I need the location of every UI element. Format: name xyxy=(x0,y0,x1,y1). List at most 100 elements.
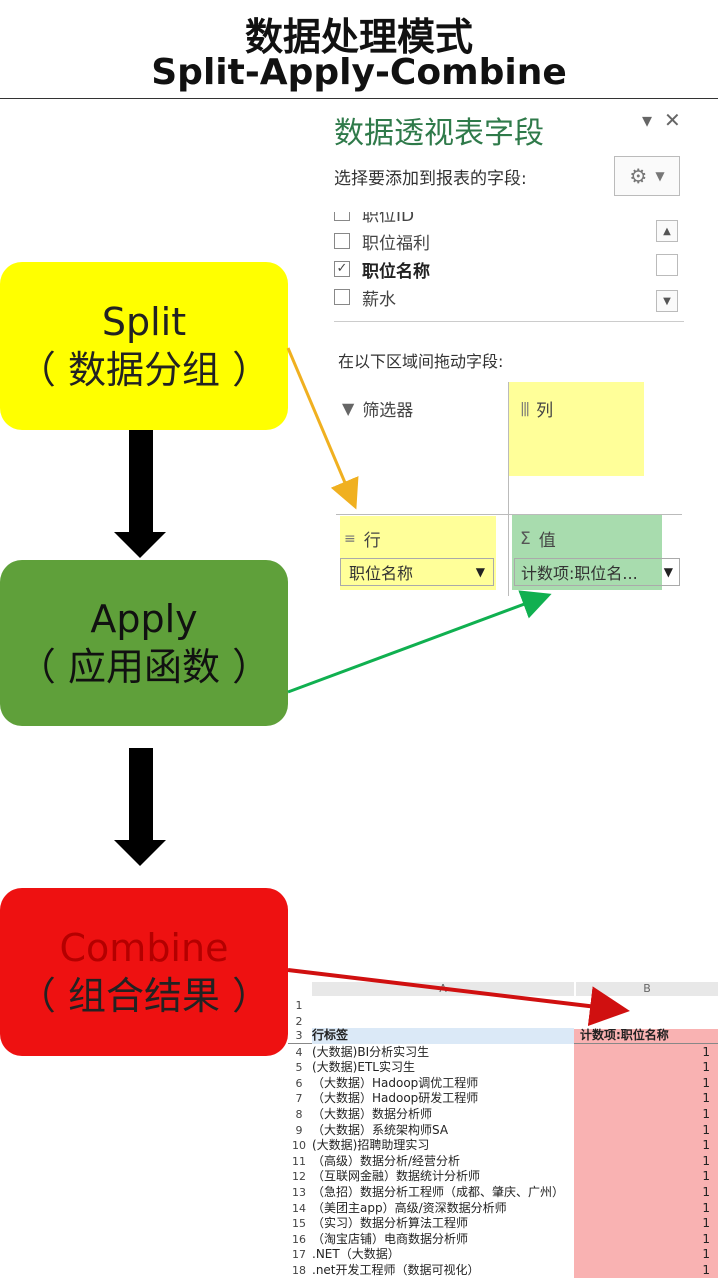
drag-hint: 在以下区域间拖动字段: xyxy=(338,352,504,371)
columns-zone-label[interactable]: ||| 列 xyxy=(520,400,554,422)
rows-highlight xyxy=(340,516,496,590)
field-checkbox[interactable] xyxy=(334,289,350,305)
field-item[interactable]: 职位ID xyxy=(334,212,414,226)
row-label-cell[interactable]: .net开发工程师（数据可视化） xyxy=(312,1262,480,1277)
table-row: 4 (大数据)BI分析实习生 1 xyxy=(288,1045,718,1061)
rows-icon: ≡ xyxy=(344,530,356,547)
scroll-down-button[interactable]: ▼ xyxy=(656,290,678,312)
row-label-cell[interactable]: (大数据)招聘助理实习 xyxy=(312,1138,430,1153)
count-cell[interactable]: 1 xyxy=(702,1231,710,1246)
title-line-1: 数据处理模式 xyxy=(244,15,473,59)
chevron-down-icon: ▼ xyxy=(655,169,665,183)
combine-desc: （ 组合结果 ） xyxy=(17,974,271,1018)
count-cell[interactable]: 1 xyxy=(702,1138,710,1153)
field-label: 职位福利 xyxy=(362,233,430,254)
filter-zone-label[interactable]: ▼ 筛选器 xyxy=(342,399,414,421)
zone-divider-vertical xyxy=(508,382,509,596)
close-icon[interactable]: ✕ xyxy=(664,108,681,132)
table-row: 18.net开发工程师（数据可视化）1 xyxy=(288,1263,718,1278)
table-row: 5 (大数据)ETL实习生 1 xyxy=(288,1060,718,1076)
count-cell[interactable]: 1 xyxy=(702,1122,710,1137)
count-cell[interactable]: 1 xyxy=(702,1044,710,1059)
values-zone-label[interactable]: Σ 值 xyxy=(520,528,556,552)
pane-menu-icon[interactable]: ▾ xyxy=(642,108,653,132)
field-label: 职位名称 xyxy=(362,261,430,282)
count-cell[interactable]: 1 xyxy=(702,1262,710,1277)
pivot-pane-subtitle: 选择要添加到报表的字段: xyxy=(334,169,527,189)
table-row: 2 xyxy=(295,1014,303,1028)
chevron-down-icon: ▼ xyxy=(663,565,673,579)
row-label-cell[interactable]: .NET（大数据） xyxy=(312,1247,400,1262)
row-number: 4 xyxy=(295,1045,303,1059)
count-cell[interactable]: 1 xyxy=(702,1153,710,1168)
columns-highlight xyxy=(508,382,644,476)
row-label-cell[interactable]: (大数据)ETL实习生 xyxy=(312,1060,415,1075)
row-number: 15 xyxy=(292,1217,306,1231)
zone-divider-horizontal xyxy=(336,514,682,515)
row-label-cell[interactable]: （淘宝店铺）电商数据分析师 xyxy=(312,1231,469,1246)
table-row: 17.NET（大数据）1 xyxy=(288,1247,718,1263)
table-row: 14 （美团主app）高级/资深数据分析师 1 xyxy=(288,1201,718,1217)
count-cell[interactable]: 1 xyxy=(702,1075,710,1090)
row-number: 8 xyxy=(295,1107,303,1121)
count-cell[interactable]: 1 xyxy=(702,1169,710,1184)
row-label-cell[interactable]: （高级）数据分析/经营分析 xyxy=(312,1153,461,1168)
field-item[interactable]: ✓ 职位名称 xyxy=(334,256,430,282)
split-name: Split xyxy=(101,300,187,344)
down-arrow-1 xyxy=(114,430,166,558)
count-cell[interactable]: 1 xyxy=(702,1106,710,1121)
field-item[interactable]: 薪水 xyxy=(334,284,396,310)
count-cell[interactable]: 1 xyxy=(702,1060,710,1075)
field-checkbox[interactable] xyxy=(334,233,350,249)
field-item[interactable]: 职位福利 xyxy=(334,228,430,254)
table-row: 6 （大数据）Hadoop调优工程师 1 xyxy=(288,1076,718,1092)
row-label-cell[interactable]: （急招）数据分析工程师（成都、肇庆、广州） xyxy=(312,1184,565,1199)
table-row: 15 （实习）数据分析算法工程师 1 xyxy=(288,1216,718,1232)
split-desc: （ 数据分组 ） xyxy=(17,348,271,392)
row-label-cell[interactable]: （大数据）系统架构师SA xyxy=(312,1122,449,1137)
row-field-dropdown[interactable]: 职位名称 ▼ xyxy=(340,558,494,586)
row-number: 6 xyxy=(295,1076,303,1090)
row-label-cell[interactable]: （互联网金融）数据统计分析师 xyxy=(312,1169,481,1184)
result-highlight xyxy=(574,1029,718,1278)
count-cell[interactable]: 1 xyxy=(702,1091,710,1106)
split-box: Split （ 数据分组 ） xyxy=(0,262,288,430)
row-labels-header[interactable]: 行标签 xyxy=(312,1028,574,1044)
count-cell[interactable]: 1 xyxy=(702,1200,710,1215)
field-checkbox[interactable]: ✓ xyxy=(334,261,350,277)
row-label-cell[interactable]: （大数据）Hadoop研发工程师 xyxy=(312,1091,479,1106)
row-label-cell[interactable]: （大数据）Hadoop调优工程师 xyxy=(312,1075,479,1090)
table-row: 1 xyxy=(295,999,303,1012)
row-number: 10 xyxy=(292,1139,306,1153)
value-field-dropdown[interactable]: 计数项:职位名... ▼ xyxy=(514,558,680,586)
count-header[interactable]: 计数项:职位名称 xyxy=(580,1028,669,1042)
apply-desc: （ 应用函数 ） xyxy=(17,645,271,689)
row-number: 14 xyxy=(292,1201,306,1215)
row-number: 5 xyxy=(295,1061,303,1075)
rows-zone-label[interactable]: ≡ 行 xyxy=(344,530,381,552)
field-settings-button[interactable]: ⚙ ▼ xyxy=(614,156,680,196)
count-cell[interactable]: 1 xyxy=(702,1216,710,1231)
columns-icon: ||| xyxy=(520,400,530,417)
count-cell[interactable]: 1 xyxy=(702,1247,710,1262)
field-checkbox[interactable] xyxy=(334,212,350,221)
scroll-up-button[interactable]: ▲ xyxy=(656,220,678,242)
row-number: 16 xyxy=(292,1232,306,1246)
title-divider xyxy=(0,98,718,99)
sigma-icon: Σ xyxy=(520,528,531,549)
table-row: 8 （大数据）数据分析师 1 xyxy=(288,1107,718,1123)
row-label-cell[interactable]: （美团主app）高级/资深数据分析师 xyxy=(312,1200,507,1215)
values-highlight xyxy=(512,514,662,590)
row-label-cell[interactable]: (大数据)BI分析实习生 xyxy=(312,1044,430,1059)
field-list: 职位ID 职位福利 ✓ 职位名称 薪水 ▲ ▼ xyxy=(334,212,684,322)
row-label-cell[interactable]: （大数据）数据分析师 xyxy=(312,1106,433,1121)
combine-name: Combine xyxy=(59,926,229,970)
scrollbar-thumb[interactable] xyxy=(656,254,678,276)
count-cell[interactable]: 1 xyxy=(702,1184,710,1199)
row-label-cell[interactable]: （实习）数据分析算法工程师 xyxy=(312,1216,469,1231)
apply-name: Apply xyxy=(90,597,198,641)
